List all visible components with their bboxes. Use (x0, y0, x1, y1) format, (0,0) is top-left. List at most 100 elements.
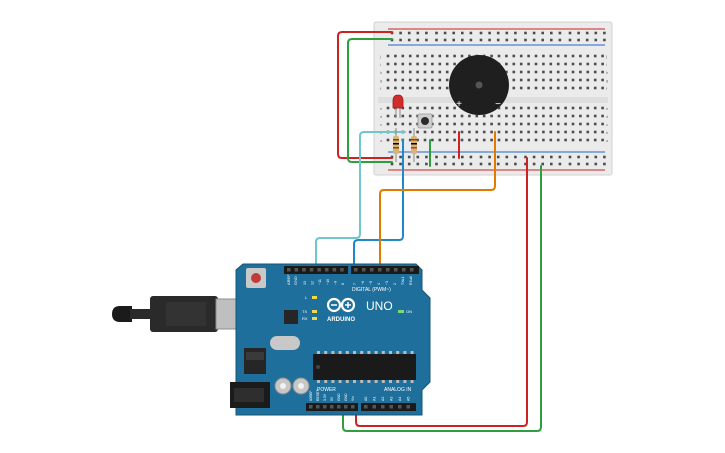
rail-hole[interactable] (452, 38, 455, 42)
breadboard-hole[interactable] (564, 54, 567, 58)
breadboard-hole[interactable] (512, 78, 516, 82)
breadboard-hole[interactable] (586, 130, 590, 134)
breadboard-hole[interactable] (586, 62, 590, 66)
breadboard-hole[interactable] (490, 114, 493, 118)
rail-hole[interactable] (416, 31, 420, 35)
rail-hole[interactable] (594, 155, 598, 159)
breadboard-hole[interactable] (549, 106, 553, 110)
breadboard-hole[interactable] (394, 54, 397, 58)
breadboard-hole[interactable] (408, 114, 412, 118)
breadboard-hole[interactable] (593, 78, 597, 82)
rail-hole[interactable] (541, 155, 544, 159)
breadboard-hole[interactable] (505, 54, 508, 58)
breadboard-hole[interactable] (549, 122, 553, 126)
breadboard-hole[interactable] (519, 70, 523, 74)
breadboard-hole[interactable] (386, 62, 390, 66)
breadboard-hole[interactable] (519, 54, 523, 58)
breadboard-hole[interactable] (401, 62, 405, 66)
breadboard-hole[interactable] (505, 130, 508, 134)
rail-hole[interactable] (585, 31, 589, 35)
breadboard-hole[interactable] (401, 114, 405, 118)
breadboard-hole[interactable] (416, 130, 419, 134)
breadboard-hole[interactable] (438, 138, 442, 142)
header-pin[interactable] (309, 405, 313, 409)
breadboard-hole[interactable] (482, 130, 486, 134)
rail-hole[interactable] (469, 31, 473, 35)
breadboard-hole[interactable] (386, 70, 390, 74)
rail-hole[interactable] (568, 155, 572, 159)
rail-hole[interactable] (443, 31, 447, 35)
breadboard-hole[interactable] (512, 106, 516, 110)
rail-hole[interactable] (524, 31, 527, 35)
rail-hole[interactable] (416, 155, 420, 159)
breadboard-hole[interactable] (386, 138, 390, 142)
rail-hole[interactable] (585, 38, 589, 42)
breadboard-hole[interactable] (408, 54, 412, 58)
breadboard-hole[interactable] (490, 122, 493, 126)
breadboard-hole[interactable] (556, 122, 560, 126)
breadboard-hole[interactable] (438, 86, 442, 90)
breadboard-hole[interactable] (423, 130, 427, 134)
breadboard-hole[interactable] (512, 114, 516, 118)
breadboard-hole[interactable] (519, 130, 523, 134)
breadboard-hole[interactable] (423, 86, 427, 90)
breadboard-hole[interactable] (549, 54, 553, 58)
breadboard-hole[interactable] (482, 138, 486, 142)
breadboard-hole[interactable] (527, 114, 530, 118)
header-pin[interactable] (354, 268, 358, 272)
breadboard-hole[interactable] (482, 114, 486, 118)
rail-hole[interactable] (407, 162, 411, 166)
rail-hole[interactable] (416, 162, 420, 166)
breadboard-hole[interactable] (416, 70, 419, 74)
rail-hole[interactable] (416, 38, 420, 42)
reset-button[interactable] (251, 273, 261, 283)
rail-hole[interactable] (603, 155, 606, 159)
rail-hole[interactable] (577, 31, 580, 35)
rail-hole[interactable] (469, 38, 473, 42)
breadboard-hole[interactable] (416, 122, 419, 126)
breadboard-hole[interactable] (586, 122, 590, 126)
rail-hole[interactable] (488, 162, 491, 166)
header-pin[interactable] (340, 268, 344, 272)
breadboard-hole[interactable] (505, 114, 508, 118)
rail-hole[interactable] (399, 155, 402, 159)
rail-hole[interactable] (577, 155, 580, 159)
header-pin[interactable] (364, 405, 368, 409)
rail-hole[interactable] (532, 155, 536, 159)
rail-hole[interactable] (505, 38, 509, 42)
breadboard-hole[interactable] (497, 54, 501, 58)
rail-hole[interactable] (496, 162, 500, 166)
breadboard-hole[interactable] (386, 54, 390, 58)
resistor-1[interactable] (393, 128, 399, 162)
rail-hole[interactable] (407, 38, 411, 42)
breadboard-hole[interactable] (431, 130, 434, 134)
breadboard-hole[interactable] (445, 122, 449, 126)
breadboard-hole[interactable] (579, 62, 582, 66)
rail-hole[interactable] (558, 162, 562, 166)
breadboard-hole[interactable] (527, 54, 530, 58)
breadboard-hole[interactable] (401, 54, 405, 58)
rail-hole[interactable] (407, 31, 411, 35)
breadboard-hole[interactable] (490, 54, 493, 58)
rail-hole[interactable] (550, 38, 553, 42)
breadboard-hole[interactable] (571, 70, 575, 74)
header-pin[interactable] (402, 268, 406, 272)
rail-hole[interactable] (461, 155, 464, 159)
header-pin[interactable] (394, 268, 398, 272)
breadboard-hole[interactable] (438, 62, 442, 66)
wire-orange-buzzer-to-d4[interactable] (379, 131, 496, 271)
rail-hole[interactable] (514, 31, 517, 35)
breadboard-hole[interactable] (564, 130, 567, 134)
rail-hole[interactable] (461, 162, 464, 166)
breadboard-hole[interactable] (593, 138, 597, 142)
rail-hole[interactable] (469, 162, 473, 166)
breadboard-hole[interactable] (542, 78, 545, 82)
breadboard-hole[interactable] (445, 70, 449, 74)
breadboard-hole[interactable] (571, 122, 575, 126)
breadboard-hole[interactable] (601, 122, 604, 126)
breadboard-hole[interactable] (490, 130, 493, 134)
breadboard-hole[interactable] (586, 86, 590, 90)
rail-hole[interactable] (435, 162, 438, 166)
breadboard-hole[interactable] (423, 138, 427, 142)
breadboard-hole[interactable] (542, 130, 545, 134)
